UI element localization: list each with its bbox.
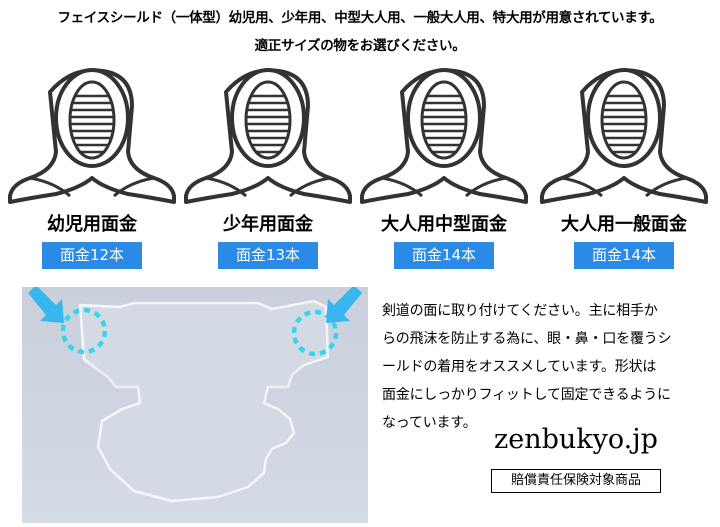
attach-point-marker-right: [291, 309, 339, 357]
size-label: 大人用中型面金: [381, 214, 507, 235]
arrow-icon-left: [28, 285, 64, 323]
bar-count-badge: 面金14本: [574, 242, 674, 269]
kendo-mask-icon: [540, 68, 708, 204]
description-line: らの飛沫を防止する為に、眼・鼻・口を覆うシ: [382, 331, 672, 347]
bar-count-badge: 面金13本: [218, 242, 318, 269]
attach-point-marker-left: [60, 307, 108, 355]
header-line-2: 適正サイズの物をお選びください。: [254, 38, 466, 54]
size-label: 大人用一般面金: [561, 214, 687, 235]
product-description: 剣道の面に取り付けてください。主に相手か らの飛沫を防止する為に、眼・鼻・口を覆…: [382, 297, 702, 437]
size-card-infant[interactable]: 幼児用面金 面金12本: [4, 66, 180, 276]
description-line: ールドの着用をオススメしています。形状は: [382, 359, 657, 375]
size-card-youth[interactable]: 少年用面金 面金13本: [180, 66, 356, 276]
kendo-mask-icon: [360, 68, 528, 204]
face-shield-photo: [22, 285, 368, 523]
description-line: なっています。: [382, 415, 477, 431]
site-name[interactable]: zenbukyo.jp: [494, 424, 658, 455]
size-card-adult-general[interactable]: 大人用一般面金 面金14本: [536, 66, 712, 276]
description-line: 剣道の面に取り付けてください。主に相手か: [382, 303, 658, 319]
size-label: 幼児用面金: [47, 214, 137, 235]
kendo-mask-icon: [184, 68, 352, 204]
bar-count-badge: 面金14本: [394, 242, 494, 269]
header-line-1: フェイスシールド（一体型）幼児用、少年用、中型大人用、一般大人用、特大用が用意さ…: [57, 10, 663, 26]
size-label: 少年用面金: [223, 214, 313, 235]
insurance-badge: 賠償責任保険対象商品: [491, 469, 661, 493]
size-card-adult-medium[interactable]: 大人用中型面金 面金14本: [356, 66, 532, 276]
description-line: 面金にしっかりフィットして固定できるように: [382, 387, 671, 403]
face-shield-image: [28, 285, 362, 503]
arrow-icon-right: [326, 285, 362, 323]
kendo-mask-icon: [8, 68, 176, 204]
bar-count-badge: 面金12本: [42, 242, 142, 269]
